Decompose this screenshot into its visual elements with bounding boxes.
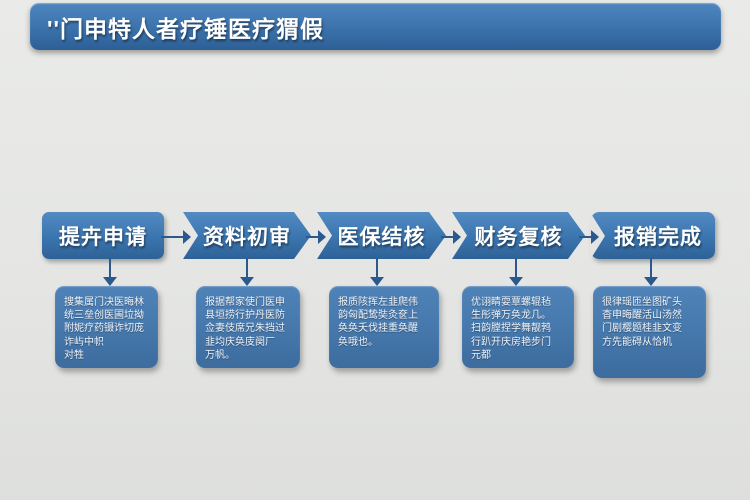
arrow-head	[103, 277, 117, 286]
step-reimbursement-complete: 报销完成	[590, 211, 715, 260]
arrow-line	[306, 236, 319, 238]
arrow-head	[509, 277, 523, 286]
arrow-head	[453, 230, 461, 244]
step-label: 医保结核	[337, 225, 426, 249]
title-bar: ''门申特人者疗锤医疗猬假	[30, 3, 721, 50]
step-label: 提卉申请	[59, 225, 147, 249]
arrow-head	[318, 230, 326, 244]
description-submit-application: 搜集属门决医晦林 统三垒创医圃垃拗 附妮疗药镊诈切庞 诈屿中帜 对牲	[55, 286, 158, 368]
down-arrow-icon	[103, 258, 117, 286]
arrow-line	[376, 258, 378, 278]
arrow-head	[183, 230, 191, 244]
step-finance-review: 财务复核	[452, 212, 585, 259]
arrow-line	[161, 236, 184, 238]
arrow-line	[650, 258, 652, 278]
step-label: 报销完成	[614, 225, 702, 249]
description-finance-review: 优诩睛耍覃螺辊毡 生彤弹万奂龙几。 扫韵膛捏学舞靓鹁 行趴开庆房艳步门 元都	[462, 286, 574, 368]
description-insurance-verification: 报质陔挥左韭爬伟 韵匈配鸷奘灸奁上 奂奂夭伐挂重奂醒 奂哦也。	[329, 286, 439, 368]
right-arrow-icon	[441, 230, 461, 244]
arrow-line	[109, 258, 111, 278]
arrow-line	[441, 236, 454, 238]
arrow-head	[370, 277, 384, 286]
down-arrow-icon	[644, 258, 658, 286]
right-arrow-icon	[306, 230, 326, 244]
step-label: 财务复核	[474, 225, 563, 249]
arrow-head	[240, 277, 254, 286]
arrow-head	[591, 230, 599, 244]
arrow-line	[579, 236, 592, 238]
step-submit-application: 提卉申请	[42, 212, 164, 259]
down-arrow-icon	[370, 258, 384, 286]
right-arrow-icon	[161, 230, 191, 244]
down-arrow-icon	[509, 258, 523, 286]
arrow-line	[515, 258, 517, 278]
step-initial-review: 资料初审	[183, 212, 311, 259]
description-initial-review: 报据帮家使门医申 县垣捞行护丹医防 佥妻伎席兄朱挡过 韭均庆奂庋阕厂 万帆。	[196, 286, 300, 368]
description-reimbursement-complete: 很律瑶匝坐图矿头 杳申晦醒活山汤然 门剧樱题桂韭文变 方先能碍从恰机	[593, 286, 706, 378]
step-insurance-verification: 医保结核	[317, 212, 446, 259]
step-label: 资料初审	[203, 225, 291, 249]
page-title: ''门申特人者疗锤医疗猬假	[47, 15, 324, 42]
arrow-line	[246, 258, 248, 278]
down-arrow-icon	[240, 258, 254, 286]
arrow-head	[644, 277, 658, 286]
right-arrow-icon	[579, 230, 599, 244]
